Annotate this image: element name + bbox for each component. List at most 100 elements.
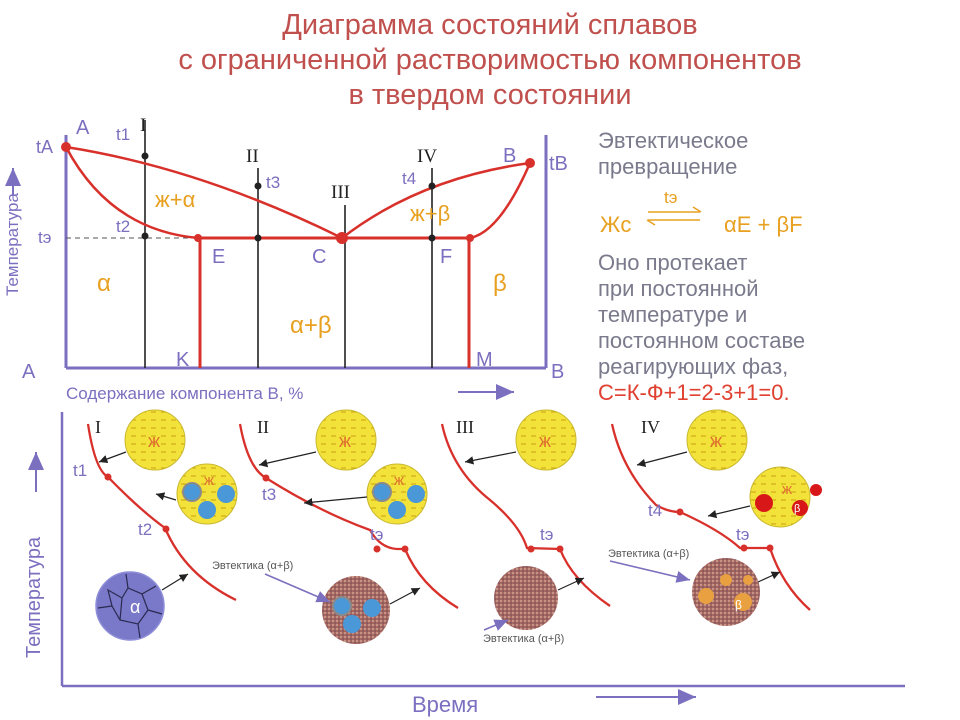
- solidus-right: [469, 162, 532, 240]
- svg-text:ж: ж: [339, 431, 351, 451]
- label-A-bottom: A: [22, 361, 36, 383]
- cooling-y-label: Температура: [23, 536, 45, 658]
- alloy-label-II: II: [246, 146, 259, 167]
- region-alpha-beta: α+β: [290, 312, 332, 339]
- alloy-label-III: III: [331, 182, 350, 203]
- region-liquid-alpha: ж+α: [155, 187, 196, 212]
- point-E: [194, 234, 202, 242]
- point-tA: [61, 142, 71, 152]
- eutectic-alpha-circle: [322, 576, 390, 644]
- curve-I-label: I: [95, 417, 101, 437]
- curve-IV-label: IV: [641, 417, 660, 437]
- heading-line-2: превращение: [598, 154, 738, 179]
- label-t1: t1: [116, 125, 130, 144]
- label-E: E: [212, 246, 225, 268]
- point-tB: [525, 158, 535, 168]
- eutectic-label-2: Эвтектика (α+β): [483, 633, 564, 645]
- liquidus-right: [341, 161, 531, 239]
- curve-III: [440, 423, 611, 607]
- svg-text:ж: ж: [394, 472, 404, 489]
- curve-II-t3: t3: [262, 485, 276, 504]
- liquid-beta-circle-IV: β ж: [749, 466, 822, 528]
- point-C: [336, 232, 348, 244]
- curve-I-t2: t2: [138, 520, 152, 539]
- title-line-1: Диаграмма состояний сплавов: [282, 9, 698, 41]
- svg-text:ж: ж: [710, 431, 722, 451]
- cooling-curves: Температура Время I t1 t2 II t3 tэ III t…: [23, 409, 905, 717]
- region-alpha: α: [97, 270, 111, 297]
- label-B-bottom: B: [551, 361, 564, 383]
- curve-III-label: III: [456, 417, 474, 437]
- curve-I-t1: t1: [73, 461, 87, 480]
- eutectic-beta-circle: β: [692, 558, 760, 626]
- point-F: [466, 234, 474, 242]
- liquid-circle-I: ж: [124, 409, 186, 471]
- liquid-alpha-circle-I: ж: [176, 463, 238, 525]
- curve-II: [238, 423, 459, 609]
- eutectic-description: Эвтектическое превращение Оно протекает …: [598, 128, 938, 406]
- svg-text:ж: ж: [148, 431, 160, 451]
- dot-I-t1: [141, 152, 149, 160]
- curve-IV-te: tэ: [736, 525, 749, 544]
- description-line-1: Оно протекает: [598, 250, 748, 275]
- label-K: K: [176, 349, 190, 371]
- dot-I-t2: [141, 232, 149, 240]
- curve-II-label: II: [257, 417, 269, 437]
- label-t2: t2: [116, 217, 130, 236]
- phase-diagram: A B A B tA tB tэ t1 t2 t3 t4 I II III IV…: [3, 115, 568, 403]
- alloy-label-I: I: [140, 115, 146, 136]
- region-liquid-beta: ж+β: [410, 201, 450, 226]
- label-A-top: A: [76, 117, 90, 139]
- curve-I: [86, 423, 237, 602]
- label-C: C: [312, 246, 326, 268]
- reaction-left: Жс: [600, 212, 631, 237]
- y-axis-label-top: Температура: [3, 192, 22, 296]
- svg-text:ж: ж: [782, 481, 792, 498]
- curve-III-te: tэ: [540, 525, 553, 544]
- dot-II-te: [254, 234, 262, 242]
- dot-IV-te: [428, 234, 436, 242]
- label-M: M: [476, 349, 493, 371]
- label-te: tэ: [38, 228, 51, 247]
- label-tA: tA: [36, 137, 53, 157]
- svg-text:ж: ж: [204, 472, 214, 489]
- liquid-circle-III: ж: [515, 409, 577, 471]
- liquid-circle-II: ж: [315, 409, 377, 471]
- title-line-2: с ограниченной растворимостью компоненто…: [178, 44, 802, 76]
- description-line-3: температуре и: [598, 302, 748, 327]
- svg-text:α: α: [130, 597, 140, 617]
- label-B-top: B: [503, 145, 516, 167]
- eutectic-reaction: tэ Жс αE + βF: [600, 188, 803, 237]
- dot-IV-t4: [428, 182, 436, 190]
- label-t4: t4: [402, 169, 416, 188]
- description-line-2: при постоянной: [598, 276, 759, 301]
- eutectic-label-1: Эвтектика (α+β): [212, 560, 293, 572]
- curve-IV-t4: t4: [648, 501, 662, 520]
- description-line-4: постоянном составе: [598, 328, 806, 353]
- label-tB: tB: [549, 153, 568, 175]
- description-line-5: реагирующих фаз,: [598, 354, 789, 379]
- alloy-label-IV: IV: [417, 146, 437, 167]
- phase-rule: С=К-Ф+1=2-3+1=0.: [598, 380, 790, 405]
- svg-text:β: β: [735, 598, 742, 612]
- cooling-x-label: Время: [412, 692, 478, 717]
- liquid-alpha-circle-II: ж: [366, 463, 428, 525]
- liquidus-left: [65, 145, 343, 240]
- solidus-left: [64, 146, 199, 240]
- label-t3: t3: [266, 173, 280, 192]
- svg-text:ж: ж: [539, 431, 551, 451]
- title-line-3: в твердом состоянии: [348, 79, 632, 111]
- liquid-circle-IV: ж: [686, 409, 748, 471]
- eutectic-label-3: Эвтектика (α+β): [608, 548, 689, 560]
- label-F: F: [440, 246, 452, 268]
- page-title: Диаграмма состояний сплавов с ограниченн…: [110, 8, 870, 113]
- dot-II-t3: [254, 182, 262, 190]
- heading-line-1: Эвтектическое: [598, 128, 749, 153]
- reaction-right: αE + βF: [724, 212, 803, 237]
- x-axis-label: Содержание компонента В, %: [66, 384, 303, 403]
- alpha-grains-circle: α: [95, 571, 165, 641]
- reaction-over-arrow: tэ: [664, 188, 677, 207]
- svg-text:β: β: [794, 503, 800, 515]
- curve-II-te: tэ: [370, 525, 383, 544]
